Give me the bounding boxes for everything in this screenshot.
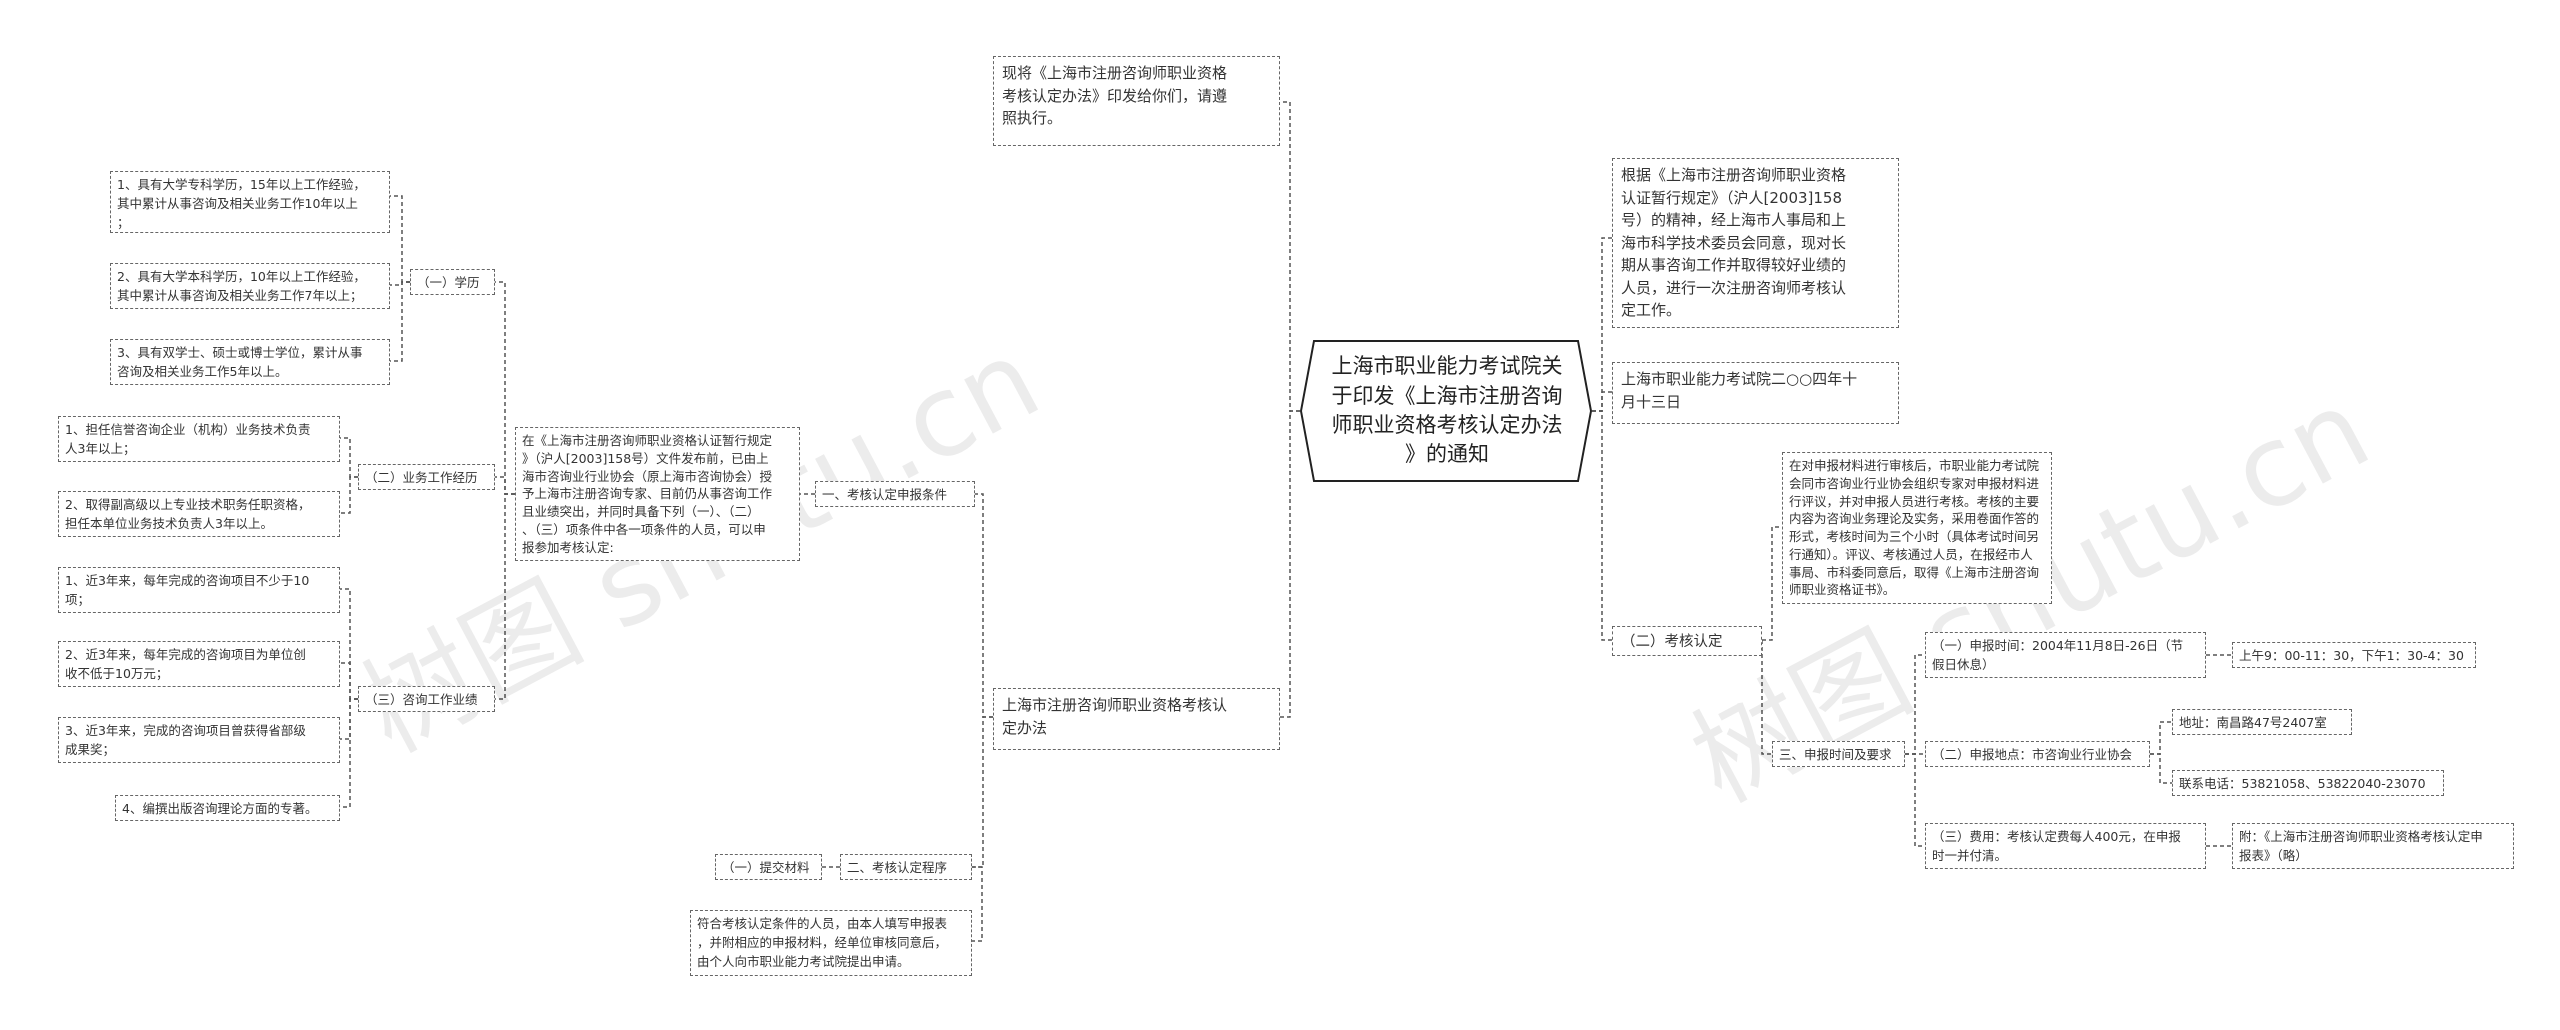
root-title: 上海市职业能力考试院关 于印发《上海市注册咨询 师职业资格考核认定办法 》的通知 <box>1331 354 1563 467</box>
perf-label[interactable]: （三）咨询工作业绩 <box>358 686 495 712</box>
edu-item-1[interactable]: 1、具有大学专科学历，15年以上工作经验， 其中累计从事咨询及相关业务工作10年… <box>110 171 390 233</box>
fee[interactable]: （三）费用：考核认定费每人400元，在申报 时一并付清。 <box>1925 823 2206 869</box>
edge-perf-item3 <box>340 698 358 740</box>
basis-node[interactable]: 根据《上海市注册咨询师职业资格 认证暂行规定》（沪人[2003]158 号）的精… <box>1612 158 1899 328</box>
notice-node[interactable]: 现将《上海市注册咨询师职业资格 考核认定办法》印发给你们，请遵 照执行。 <box>993 56 1280 146</box>
edge-work-item2 <box>340 476 358 514</box>
edge-s3-fee <box>1905 753 1925 847</box>
edge-review-desc <box>1762 526 1782 641</box>
edu-item-2[interactable]: 2、具有大学本科学历，10年以上工作经验， 其中累计从事咨询及相关业务工作7年以… <box>110 263 390 309</box>
edge-method-s1 <box>975 493 993 718</box>
perf-item-2[interactable]: 2、近3年来，每年完成的咨询项目为单位创 收不低于10万元； <box>58 641 340 687</box>
perf-item-1[interactable]: 1、近3年来，每年完成的咨询项目不少于10 项； <box>58 567 340 613</box>
method-title-node[interactable]: 上海市注册咨询师职业资格考核认 定办法 <box>993 688 1280 750</box>
apply-time[interactable]: （一）申报时间：2004年11月8日-26日（节 假日休息） <box>1925 632 2206 678</box>
address[interactable]: 地址：南昌路47号2407室 <box>2172 709 2352 735</box>
issuer-node[interactable]: 上海市职业能力考试院二○○四年十 月十三日 <box>1612 362 1899 424</box>
submit-materials[interactable]: （一）提交材料 <box>715 854 822 880</box>
attachment-note[interactable]: 附：《上海市注册咨询师职业资格考核认定申 报表》（略） <box>2232 823 2514 869</box>
edge-s3-time <box>1905 654 1925 755</box>
work-item-1[interactable]: 1、担任信誉咨询企业（机构）业务技术负责 人3年以上； <box>58 416 340 462</box>
section-time-requirements[interactable]: 三、申报时间及要求 <box>1772 741 1905 767</box>
edge-desc-edu <box>495 281 515 495</box>
perf-item-3[interactable]: 3、近3年来，完成的咨询项目曾获得省部级 成果奖； <box>58 717 340 763</box>
section-apply-conditions[interactable]: 一、考核认定申报条件 <box>815 481 975 507</box>
edge-edu-item3 <box>390 281 410 362</box>
edge-review-s3 <box>1761 640 1772 755</box>
apply-place[interactable]: （二）申报地点：市咨询业行业协会 <box>1925 741 2150 767</box>
edu-item-3[interactable]: 3、具有双学士、硕士或博士学位，累计从事 咨询及相关业务工作5年以上。 <box>110 339 390 385</box>
edge-perf-item4 <box>340 698 358 808</box>
phone[interactable]: 联系电话：53821058、53822040-23070 <box>2172 770 2444 796</box>
work-item-2[interactable]: 2、取得副高级以上专业技术职务任职资格， 担任本单位业务技术负责人3年以上。 <box>58 491 340 537</box>
section-procedure[interactable]: 二、考核认定程序 <box>840 854 972 880</box>
review-label[interactable]: （二）考核认定 <box>1612 626 1762 656</box>
edge-root-review <box>1592 410 1612 641</box>
perf-item-4[interactable]: 4、编撰出版咨询理论方面的专著。 <box>115 795 340 821</box>
edge-root-issuer <box>1592 391 1612 412</box>
edge-desc-work <box>495 476 515 495</box>
edge-desc-perf <box>495 493 515 700</box>
procedure-desc[interactable]: 符合考核认定条件的人员，由本人填写申报表 ，并附相应的申报材料，经单位审核同意后… <box>690 910 972 976</box>
apply-time-detail[interactable]: 上午9：00-11：30，下午1：30-4：30 <box>2232 642 2476 668</box>
edge-edu-item1 <box>390 195 410 283</box>
work-label[interactable]: （二）业务工作经历 <box>358 464 495 490</box>
edge-work-item1 <box>340 437 358 478</box>
apply-conditions-desc[interactable]: 在《上海市注册咨询师职业资格认证暂行规定 》（沪人[2003]158号）文件发布… <box>515 427 800 561</box>
root-hexagon <box>1300 340 1592 482</box>
edge-root-basis <box>1592 237 1612 412</box>
edge-root-method <box>1280 410 1300 718</box>
edge-place-address <box>2150 721 2172 755</box>
review-desc[interactable]: 在对申报材料进行审核后，市职业能力考试院 会同市咨询业行业协会组织专家对申报材料… <box>1782 452 2052 604</box>
root-node[interactable]: 上海市职业能力考试院关 于印发《上海市注册咨询 师职业资格考核认定办法 》的通知 <box>1300 340 1592 482</box>
edge-method-s2 <box>972 716 993 868</box>
edu-label[interactable]: （一）学历 <box>410 269 495 295</box>
edge-place-phone <box>2150 753 2172 784</box>
edge-s2-desc <box>972 866 983 942</box>
edge-root-notice <box>1280 101 1300 412</box>
